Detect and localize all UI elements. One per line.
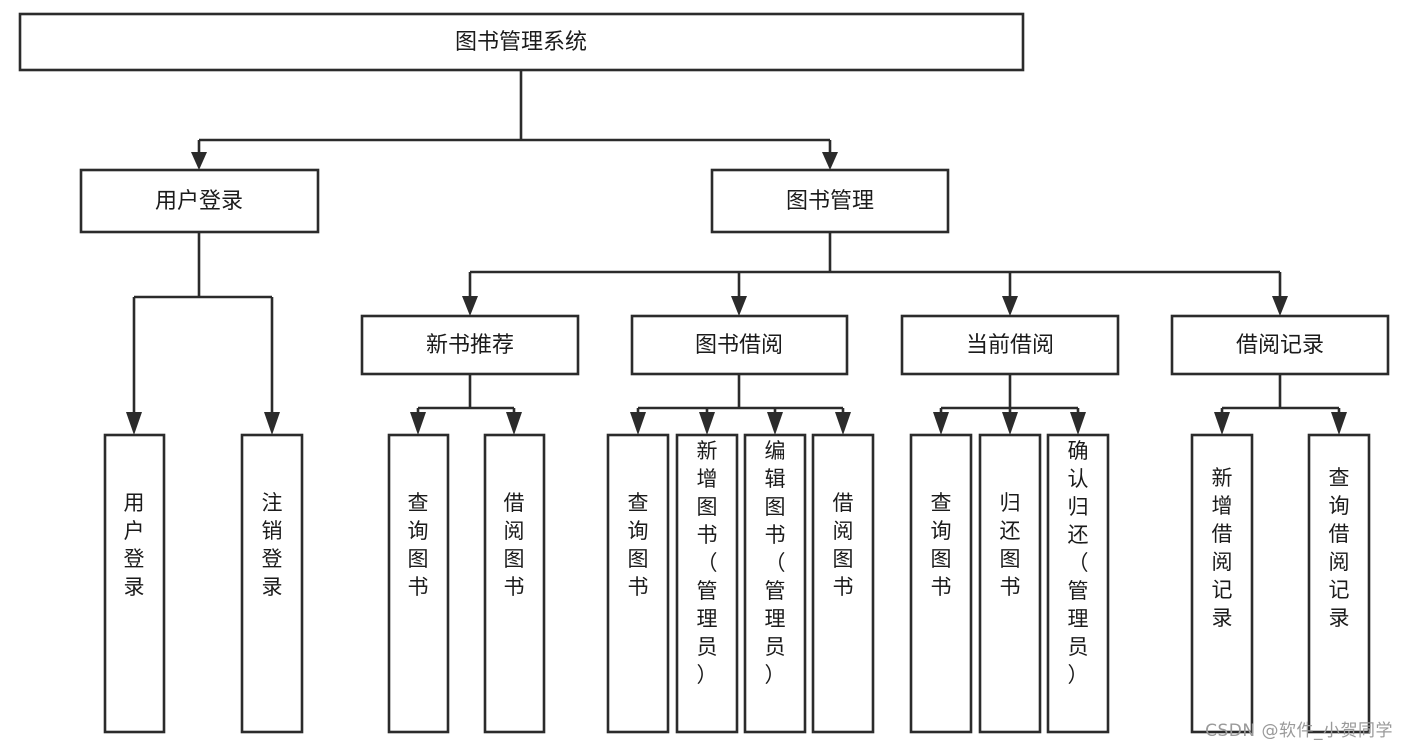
arrow-head-book-borrow [731,296,747,316]
node-root[interactable]: 图书管理系统 [18,12,1025,72]
node-user-login[interactable]: 用户登录 [79,168,320,234]
leaf-book-borrow-4-label: 借阅图书 [833,491,854,599]
leaf-node[interactable]: 查询图书 [606,433,670,734]
arrow-head-leaf-current-borrow-1 [933,412,949,435]
leaf-node[interactable]: 编辑图书（管理员） [743,433,807,734]
leaf-node[interactable]: 查询图书 [387,433,450,734]
leaf-user-login-2-box[interactable] [240,433,304,734]
node-book-management-box[interactable] [710,168,950,234]
connector-group-borrow-record [1214,374,1347,435]
leaf-book-borrow-3-box[interactable] [743,433,807,734]
node-new-book-recommend[interactable]: 新书推荐 [360,314,580,376]
node-user-login-box[interactable] [79,168,320,234]
leaf-node[interactable]: 查询借阅记录 [1307,433,1371,734]
leaf-new-book-1-label: 查询图书 [408,491,429,599]
leaf-node[interactable]: 查询图书 [909,433,973,734]
leaf-user-login-2-label: 注销登录 [262,491,283,599]
leaf-user-login-1-label: 用户登录 [124,491,145,599]
leaf-borrow-record-2-box[interactable] [1307,433,1371,734]
leaf-current-borrow-3-label: 确认归还（管理员） [1068,439,1089,687]
leaf-node[interactable]: 新增图书（管理员） [675,433,739,734]
leaf-current-borrow-2-label: 归还图书 [1000,491,1021,599]
leaf-book-borrow-3-label: 编辑图书（管理员） [765,439,786,687]
node-borrow-record[interactable]: 借阅记录 [1170,314,1390,376]
leaf-current-borrow-1-box[interactable] [909,433,973,734]
leaf-new-book-2-label: 借阅图书 [504,491,525,599]
node-new-book-recommend-label: 新书推荐 [426,333,514,358]
leaf-node[interactable]: 注销登录 [240,433,304,734]
node-borrow-record-box[interactable] [1170,314,1390,376]
arrow-head-leaf-user-login-2 [264,412,280,435]
arrow-head-leaf-book-borrow-2 [699,412,715,435]
arrow-head-leaf-new-book-1 [410,412,426,435]
leaf-book-borrow-2-box[interactable] [675,433,739,734]
arrow-head-book-mgmt [822,152,838,170]
leaf-book-borrow-4-box[interactable] [811,433,875,734]
arrow-head-new-book [462,296,478,316]
node-root-label: 图书管理系统 [455,30,587,55]
leaf-borrow-record-2-label: 查询借阅记录 [1329,466,1350,630]
arrow-head-leaf-book-borrow-3 [767,412,783,435]
arrow-head-leaf-current-borrow-3 [1070,412,1086,435]
node-current-borrow-box[interactable] [900,314,1120,376]
leaf-node[interactable]: 借阅图书 [483,433,546,734]
arrow-head-leaf-borrow-record-1 [1214,412,1230,435]
node-book-management[interactable]: 图书管理 [710,168,950,234]
node-current-borrow-label: 当前借阅 [966,333,1054,358]
arrow-head-leaf-current-borrow-2 [1002,412,1018,435]
connector-group-book-mgmt [462,232,1288,316]
arrow-head-leaf-book-borrow-4 [835,412,851,435]
arrow-head-leaf-borrow-record-2 [1331,412,1347,435]
leaf-book-borrow-1-box[interactable] [606,433,670,734]
arrow-head-borrow-record [1272,296,1288,316]
connector-group-new-book [410,374,522,435]
arrow-head-user-login [191,152,207,170]
leaf-node[interactable]: 新增借阅记录 [1190,433,1254,734]
node-book-borrow-label: 图书借阅 [695,333,783,358]
arrow-head-current-borrow [1002,296,1018,316]
node-root-box[interactable] [18,12,1025,72]
leaf-borrow-record-1-box[interactable] [1190,433,1254,734]
connector-group-current-borrow [933,374,1086,435]
connector-group-root [191,70,838,170]
node-book-borrow-box[interactable] [630,314,849,376]
node-user-login-label: 用户登录 [155,189,243,214]
arrow-head-leaf-book-borrow-1 [630,412,646,435]
leaf-book-borrow-1-label: 查询图书 [628,491,649,599]
leaf-book-borrow-2-label: 新增图书（管理员） [697,439,718,687]
leaf-current-borrow-3-box[interactable] [1046,433,1110,734]
node-book-management-label: 图书管理 [786,189,874,214]
connector-group-book-borrow [630,374,851,435]
leaf-new-book-1-box[interactable] [387,433,450,734]
node-borrow-record-label: 借阅记录 [1236,333,1324,358]
connector-group-user-login [126,232,280,435]
leaf-node[interactable]: 用户登录 [103,433,166,734]
node-book-borrow[interactable]: 图书借阅 [630,314,849,376]
node-current-borrow[interactable]: 当前借阅 [900,314,1120,376]
node-new-book-recommend-box[interactable] [360,314,580,376]
leaf-current-borrow-2-box[interactable] [978,433,1042,734]
leaf-user-login-1-box[interactable] [103,433,166,734]
leaf-node[interactable]: 归还图书 [978,433,1042,734]
arrow-head-leaf-user-login-1 [126,412,142,435]
leaf-new-book-2-box[interactable] [483,433,546,734]
leaf-borrow-record-1-label: 新增借阅记录 [1212,466,1233,630]
arrow-head-leaf-new-book-2 [506,412,522,435]
leaf-node[interactable]: 借阅图书 [811,433,875,734]
leaf-node[interactable]: 确认归还（管理员） [1046,433,1110,734]
leaf-current-borrow-1-label: 查询图书 [931,491,952,599]
